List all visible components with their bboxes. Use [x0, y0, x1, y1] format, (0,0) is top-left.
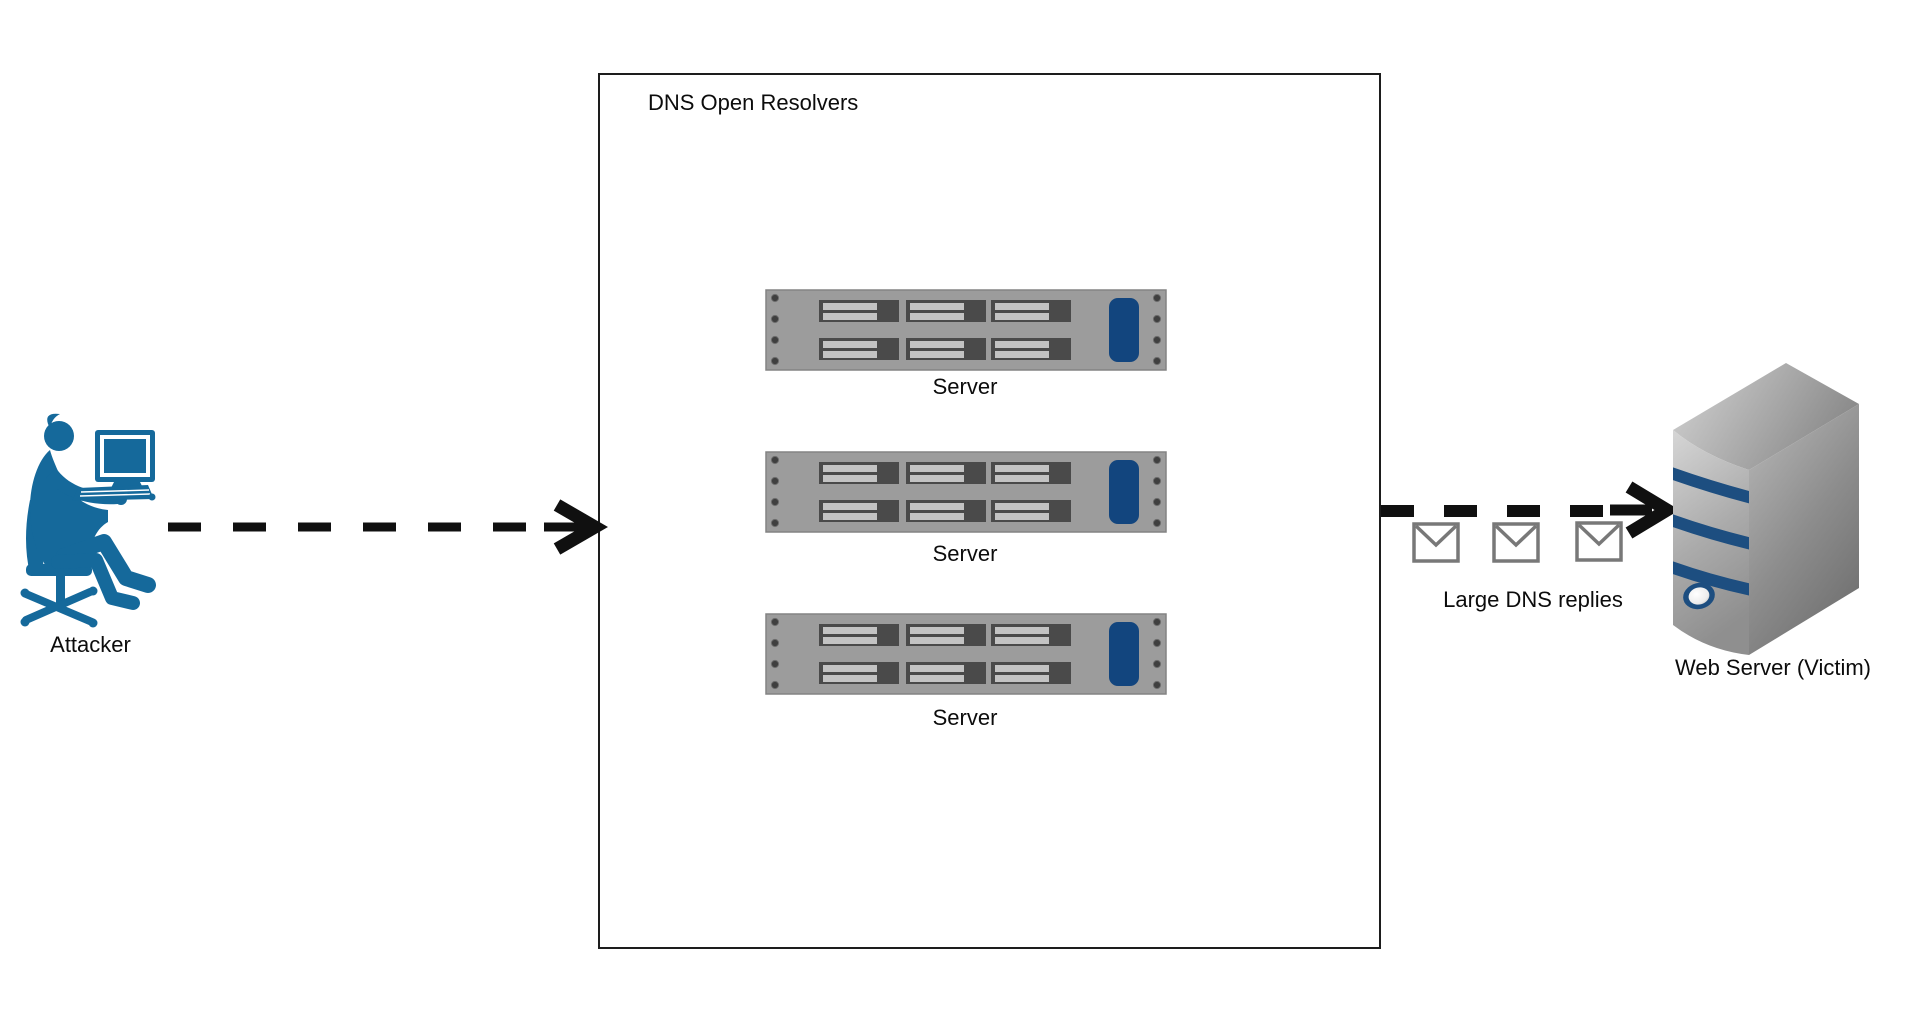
tower-server-icon [1673, 363, 1859, 655]
rack-server-icon-1 [765, 289, 1167, 371]
envelope-icon-1 [1412, 522, 1460, 563]
server-label-3: Server [932, 705, 998, 730]
attacker-icon [20, 413, 156, 628]
server-label-2: Server [932, 541, 998, 566]
server-label-1: Server [932, 374, 998, 399]
attack-request-arrow [168, 499, 608, 555]
tower-stripes [1673, 466, 1749, 596]
rack-server-icon-3 [765, 613, 1167, 695]
rack-server-icon-2 [765, 451, 1167, 533]
large-dns-replies-label: Large DNS replies [1443, 587, 1623, 612]
envelope-icon-2 [1492, 522, 1540, 563]
victim-label: Web Server (Victim) [1674, 655, 1871, 680]
arrowhead-right-icon [1625, 481, 1680, 539]
attacker-label: Attacker [50, 632, 131, 657]
resolver-box-title: DNS Open Resolvers [648, 90, 859, 115]
power-button-icon [1683, 582, 1715, 610]
dns-reply-arrow [1381, 481, 1680, 539]
person [30, 413, 156, 610]
arrowhead-right-icon [553, 499, 608, 555]
computer-icon [72, 430, 156, 501]
envelope-icon-3 [1575, 521, 1623, 562]
